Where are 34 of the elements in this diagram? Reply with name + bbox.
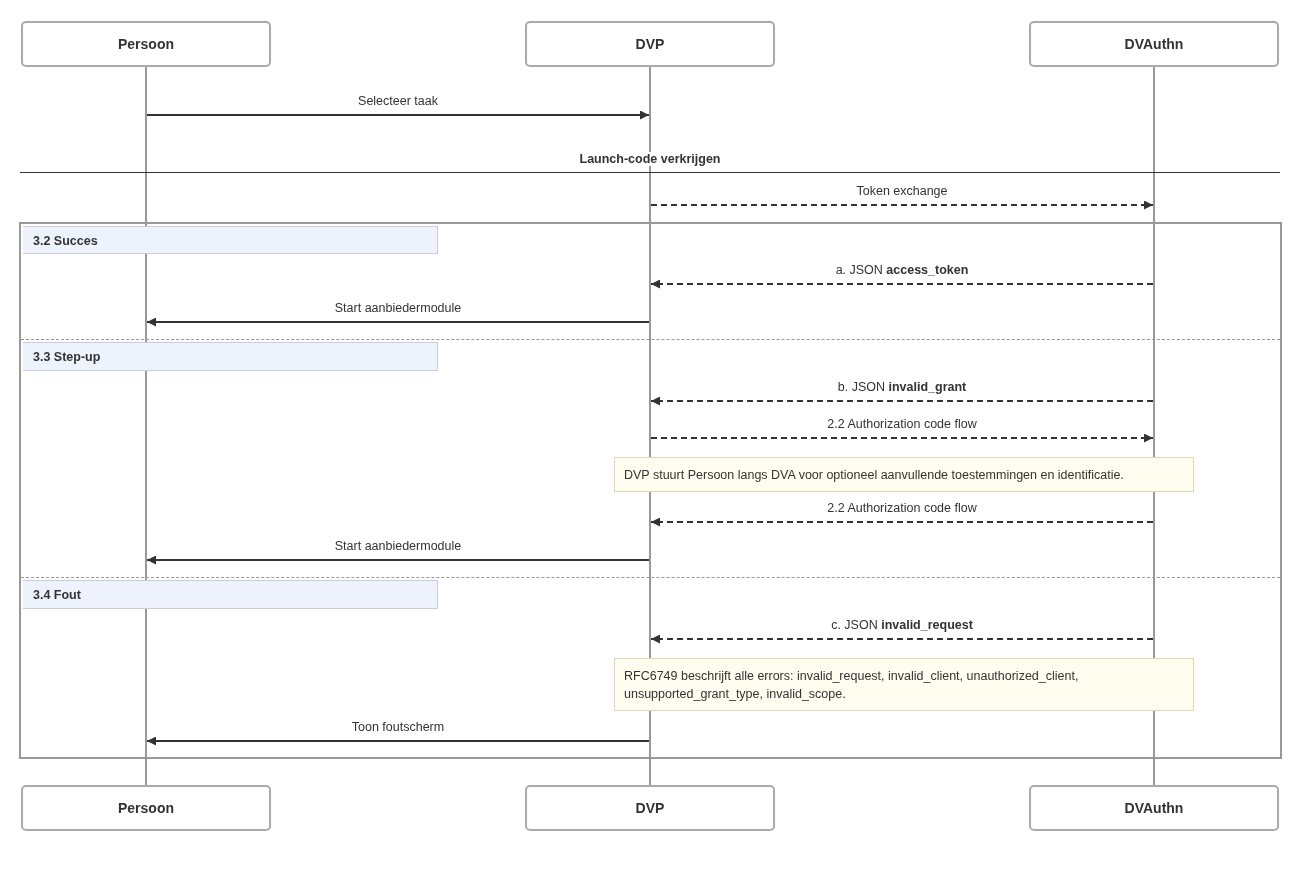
section-label: 3.3 Step-up: [23, 342, 438, 371]
participant-box: [525, 785, 775, 831]
message-arrow: [146, 736, 650, 746]
message-arrow: [650, 433, 1154, 443]
note-box: [614, 658, 1194, 711]
section-label: 3.4 Fout: [23, 580, 438, 609]
message-arrow: [650, 396, 1154, 406]
alt-frame: [19, 222, 1282, 759]
note-text: RFC6749 beschrijft alle errors: invalid_request, invalid_client, unauthorized_client, unsupported_grant_type, invalid_scope.: [624, 669, 1079, 701]
participant-box: [21, 21, 271, 67]
participant-name: Persoon: [118, 36, 174, 52]
participant-name: Persoon: [118, 800, 174, 816]
participant-name: DVAuthn: [1124, 36, 1184, 52]
participant-name: DVAuthn: [1124, 800, 1184, 816]
section-label: 3.2 Succes: [23, 226, 438, 254]
message-arrow: [650, 517, 1154, 527]
participant-box: [1029, 21, 1279, 67]
message-arrow: [146, 317, 650, 327]
participant-box: [21, 785, 271, 831]
participant-name: DVP: [635, 36, 665, 52]
note-text: DVP stuurt Persoon langs DVA voor optioneel aanvullende toestemmingen en identificatie.: [624, 468, 1124, 482]
message-arrow: [650, 200, 1154, 210]
message-label: c. JSON invalid_request: [828, 618, 976, 632]
message-label: Selecteer taak: [355, 94, 441, 108]
participant-box: [525, 21, 775, 67]
message-arrow: [650, 279, 1154, 289]
note-box: [614, 457, 1194, 492]
participant-name: DVP: [635, 800, 665, 816]
message-label: 2.2 Authorization code flow: [824, 417, 980, 431]
message-arrow: [146, 110, 650, 120]
message-arrow: [146, 555, 650, 565]
message-label: 2.2 Authorization code flow: [824, 501, 980, 515]
message-arrow: [650, 634, 1154, 644]
participant-box: [1029, 785, 1279, 831]
